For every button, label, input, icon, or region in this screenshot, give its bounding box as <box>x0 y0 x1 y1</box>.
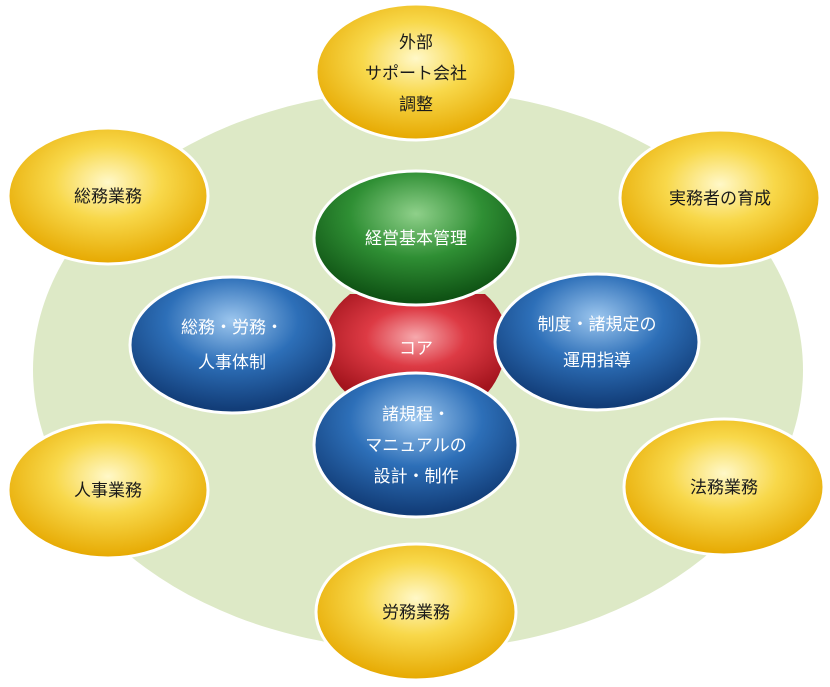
outer-node-training-shape <box>618 128 822 268</box>
outer-node-general-affairs-shape <box>6 126 210 266</box>
outer-node-labor-affairs-label: 労務業務 <box>382 603 450 623</box>
inner-node-labor: 総務・労務・ 人事体制 <box>128 275 336 415</box>
outer-node-legal-affairs: 法務業務 <box>622 417 826 557</box>
core-shape <box>324 294 508 402</box>
outer-node-legal-affairs-shape <box>622 417 826 557</box>
outer-node-hr-affairs-shape <box>6 420 210 560</box>
inner-node-rules-shape <box>493 272 701 412</box>
inner-node-rules-line-1: 制度・諸規定の <box>538 315 657 335</box>
outer-node-labor-affairs: 労務業務 <box>314 542 518 682</box>
outer-node-external-line-3: 調整 <box>399 95 433 115</box>
inner-node-manual: 諸規程・ マニュアルの 設計・制作 <box>312 371 520 519</box>
outer-node-external: 外部 サポート会社 調整 <box>314 2 518 142</box>
inner-node-manual-line-3: 設計・制作 <box>374 467 459 487</box>
center-node-shape <box>312 169 520 307</box>
outer-node-hr-affairs-label: 人事業務 <box>74 481 142 501</box>
outer-node-general-affairs-label: 総務業務 <box>74 187 142 207</box>
inner-node-labor-shape <box>128 275 336 415</box>
inner-node-manual-line-1: 諸規程・ <box>382 405 450 425</box>
core-label: コア <box>399 339 433 359</box>
center-node: 経営基本管理 <box>312 169 520 307</box>
outer-node-external-line-2: サポート会社 <box>365 64 467 84</box>
inner-node-labor-line-2: 人事体制 <box>198 353 266 373</box>
outer-node-external-line-1: 外部 <box>399 33 433 53</box>
inner-node-manual-shape <box>312 371 520 519</box>
outer-node-labor-affairs-shape <box>314 542 518 682</box>
outer-node-training: 実務者の育成 <box>618 128 822 268</box>
outer-node-training-label: 実務者の育成 <box>669 189 771 209</box>
outer-node-legal-affairs-label: 法務業務 <box>690 478 758 498</box>
inner-node-manual-line-2: マニュアルの <box>365 436 467 456</box>
inner-node-rules-line-2: 運用指導 <box>563 351 631 371</box>
inner-node-labor-line-1: 総務・労務・ <box>181 318 283 338</box>
outer-node-external-shape <box>314 2 518 142</box>
center-node-label: 経営基本管理 <box>365 229 467 249</box>
outer-node-hr-affairs: 人事業務 <box>6 420 210 560</box>
outer-node-general-affairs: 総務業務 <box>6 126 210 266</box>
inner-node-rules: 制度・諸規定の 運用指導 <box>493 272 701 412</box>
